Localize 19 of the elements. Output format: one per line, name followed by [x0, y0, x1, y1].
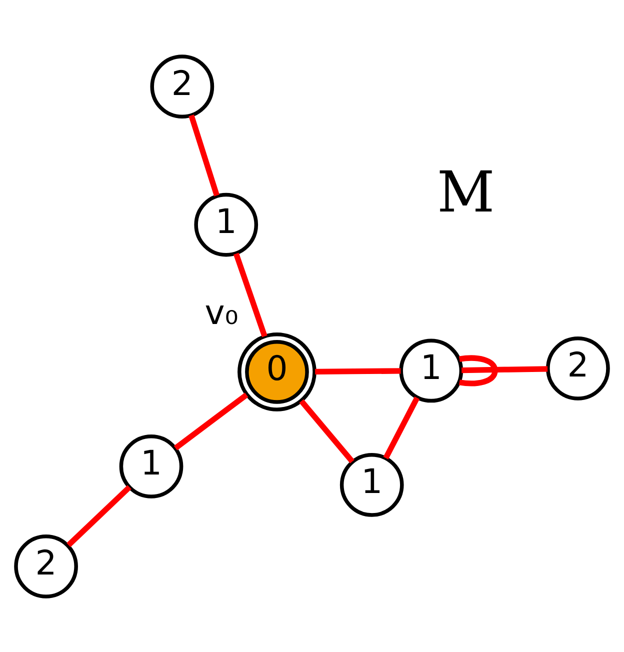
- node-circle: 1: [119, 434, 184, 498]
- connector: [315, 368, 401, 374]
- connector: [66, 484, 132, 547]
- connector: [383, 396, 420, 459]
- node-circle: 1: [399, 338, 464, 402]
- connector: [174, 392, 248, 450]
- label: M: [437, 160, 495, 225]
- node-label: v₀: [204, 292, 238, 332]
- node-circle: 2: [14, 534, 78, 598]
- connector: [188, 114, 220, 196]
- connector: [459, 354, 498, 386]
- node-circle: 1: [194, 192, 258, 256]
- node-circle: 0: [238, 332, 316, 411]
- connector: [462, 366, 548, 373]
- connector: [233, 252, 268, 337]
- node-circle: 2: [150, 54, 214, 118]
- connector: [299, 398, 354, 463]
- node-circle: 2: [546, 336, 610, 400]
- node-circle: 1: [340, 452, 404, 516]
